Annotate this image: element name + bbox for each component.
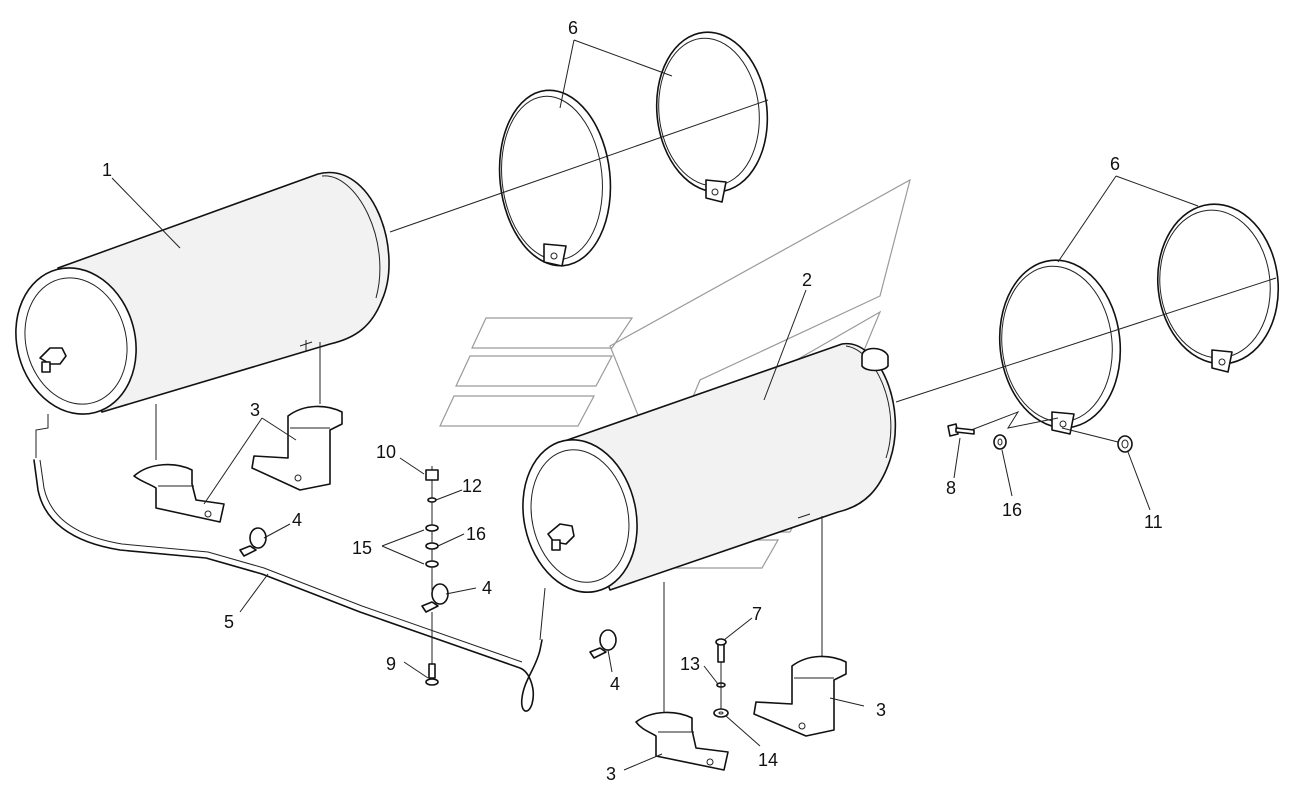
nut-10 [425,469,439,481]
label-8: 8 [946,478,956,498]
bolt-9 [425,612,439,686]
label-5: 5 [224,612,234,632]
label-4-c: 4 [610,674,620,694]
tank-2-valve [861,347,889,372]
label-16-center: 16 [466,524,486,544]
clamp-band-right-a [998,259,1122,435]
label-3-bottom: 3 [606,764,616,784]
label-11: 11 [1144,512,1163,532]
bracket-3-center-front [635,711,729,771]
clip-4-b [421,583,449,613]
label-3-right: 3 [876,700,886,720]
bolt-8 [947,423,975,437]
clip-4-c [589,629,617,659]
washer-16 [425,542,439,550]
part-labels: 1 2 3 3 3 4 4 4 5 6 6 7 8 9 11 10 12 13 … [102,18,1163,784]
bracket-3-left-rear [251,405,343,491]
fastener-stack [425,466,439,592]
label-6-right: 6 [1110,154,1120,174]
clamp-band-right-b [1156,203,1280,373]
label-1: 1 [102,160,112,180]
washer-15-b [425,560,439,568]
label-16-right: 16 [1002,500,1022,520]
clamp-band-upper-b [655,31,769,203]
label-3-left: 3 [250,400,260,420]
label-7: 7 [752,604,762,624]
center-lines [35,99,1277,716]
bracket-3-right [753,655,847,737]
tank-1 [15,171,390,415]
clamp-band-upper-a [498,89,612,267]
bracket-3-left-front [133,463,225,523]
nut-11 [1117,435,1133,453]
label-9: 9 [386,654,396,674]
washer-12 [427,497,437,503]
bolt-7 [715,638,727,710]
label-13: 13 [680,654,700,674]
washer-13 [716,682,726,688]
washer-14 [713,708,729,718]
washer-15-a [425,524,439,532]
label-6-upper: 6 [568,18,578,38]
label-12: 12 [462,476,482,496]
tank-2 [522,343,897,594]
label-10: 10 [376,442,396,462]
label-14: 14 [758,750,778,770]
leader-lines [111,39,1199,771]
label-4-a: 4 [292,510,302,530]
label-2: 2 [802,270,812,290]
clip-4-a [239,527,267,557]
label-15: 15 [352,538,372,558]
label-4-b: 4 [482,578,492,598]
washer-16-right [993,434,1007,450]
pipe-5 [33,459,543,712]
